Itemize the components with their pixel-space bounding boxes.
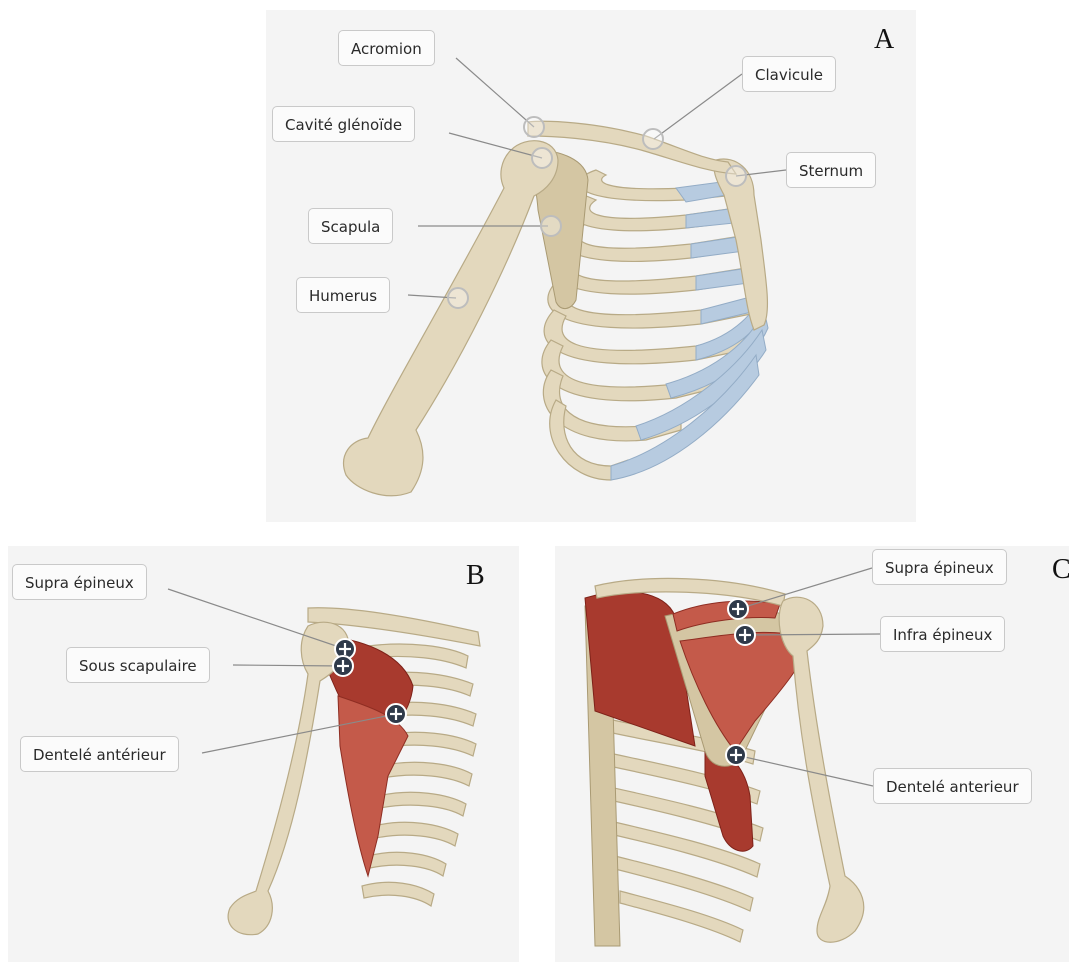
panel-c-illustration [555,546,1069,962]
label-supra-epineux-b[interactable]: Supra épineux [12,564,147,600]
marker-cavite-glenoide[interactable] [532,148,552,168]
marker-dentele-anterieur-b[interactable] [386,704,406,724]
marker-scapula[interactable] [541,216,561,236]
panel-letter-c: C [1052,554,1069,586]
marker-supra-epineux-c[interactable] [728,599,748,619]
panel-b: B Supra épineux Sous scapulaire Dentelé … [8,546,519,962]
humerus-bone-b [228,622,349,935]
label-clavicule[interactable]: Clavicule [742,56,836,92]
label-cavite-glenoide[interactable]: Cavité glénoïde [272,106,415,142]
panel-letter-b: B [466,560,485,592]
marker-humerus[interactable] [448,288,468,308]
marker-infra-epineux-c[interactable] [735,625,755,645]
label-dentele-anterieur-c[interactable]: Dentelé anterieur [873,768,1032,804]
marker-acromion[interactable] [524,117,544,137]
humerus-bone [344,141,558,496]
marker-clavicule[interactable] [643,129,663,149]
label-humerus[interactable]: Humerus [296,277,390,313]
label-acromion[interactable]: Acromion [338,30,435,66]
panel-c: C Supra épineux Infra épineux Dentelé an… [555,546,1069,962]
label-supra-epineux-c[interactable]: Supra épineux [872,549,1007,585]
label-sternum[interactable]: Sternum [786,152,876,188]
marker-sternum[interactable] [726,166,746,186]
label-infra-epineux-c[interactable]: Infra épineux [880,616,1005,652]
label-dentele-anterieur-b[interactable]: Dentelé antérieur [20,736,179,772]
label-sous-scapulaire-b[interactable]: Sous scapulaire [66,647,210,683]
marker-dentele-anterieur-c[interactable] [726,745,746,765]
marker-sous-scapulaire-b[interactable] [333,656,353,676]
label-scapula[interactable]: Scapula [308,208,393,244]
panel-letter-a: A [874,24,894,56]
panel-a: A Acromion Cavité glénoïde Scapula Humer… [266,10,916,522]
humerus-bone-c [779,597,864,942]
